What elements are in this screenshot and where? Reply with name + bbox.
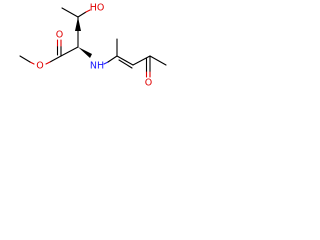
bond-carbinol-hydroxyl-red	[85, 9, 91, 13]
bond-ketone-methyl	[149, 55, 167, 66]
stereo-wedge-carbinol	[75, 17, 81, 31]
bond-alkene-ketone	[132, 55, 151, 66]
bond-carbinol-hydroxyl	[77, 11, 87, 18]
stereo-wedge-alpha	[78, 47, 92, 58]
bond-alkene-1	[116, 55, 134, 66]
hydroxyl-label: HO	[90, 3, 105, 14]
bond-methyl-carbinol	[61, 7, 79, 18]
bond-nh-vinyl-blue	[103, 61, 109, 65]
bond-alpha-carbonyl	[60, 46, 79, 57]
amine-label: NH	[90, 61, 104, 72]
bond-nh-vinyl	[107, 55, 118, 63]
bond-ester-o-methyl	[19, 55, 31, 63]
methoxy-oxygen-label: O	[36, 61, 43, 72]
bond-carbonyl-ester-o	[49, 55, 62, 63]
bond-carbonyl-ester-o-red	[45, 61, 51, 65]
bond-alkene-2	[118, 59, 133, 69]
carbonyl-oxygen-label: O	[56, 30, 63, 41]
ketone-oxygen-label: O	[145, 78, 152, 89]
molecule-diagram: HO O O NH O	[19, 3, 167, 89]
bond-ester-o-methyl-red	[29, 61, 35, 65]
